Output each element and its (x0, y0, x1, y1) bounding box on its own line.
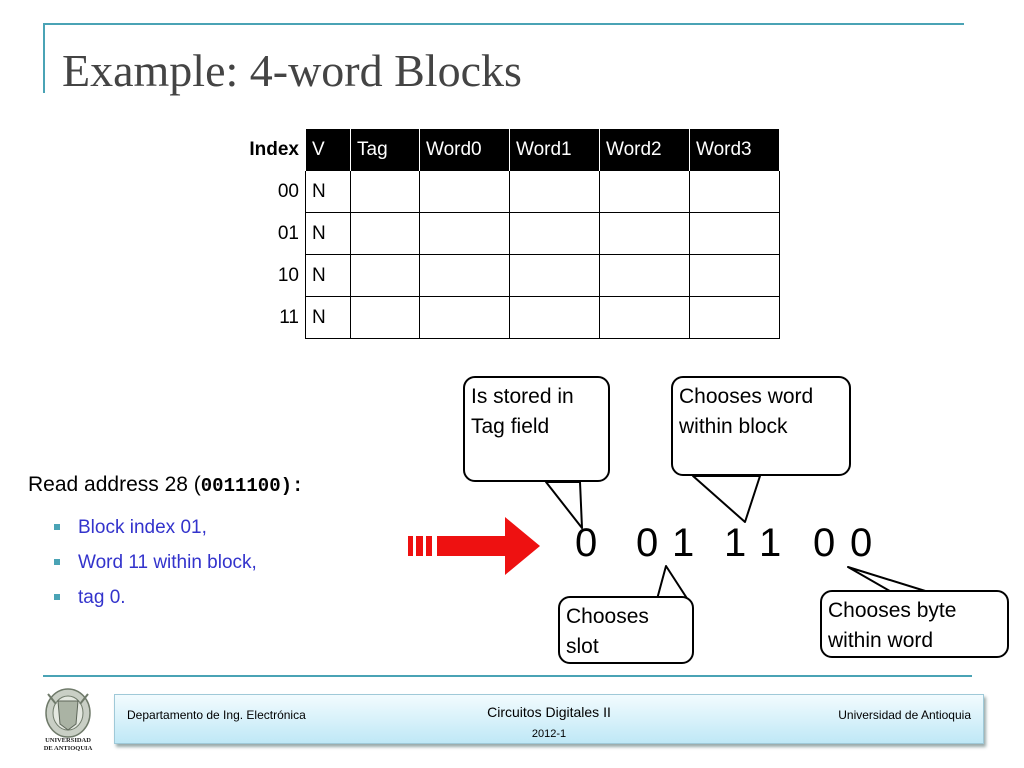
byte-select-callout: Chooses byte within word (820, 590, 1009, 658)
header-index: Index (232, 129, 306, 171)
tag-field-callout: Is stored in Tag field (463, 376, 610, 482)
bullet-text: Word 11 within block, (78, 552, 257, 573)
read-address-prefix: Read address 28 ( (28, 473, 201, 496)
title-accent-bar (43, 23, 45, 93)
valid-cell: N (305, 254, 351, 297)
logo-text-line: UNIVERSIDAD (45, 737, 91, 744)
address-bit: 1 (672, 521, 695, 565)
header-word0: Word0 (419, 129, 510, 171)
header-word3: Word3 (689, 129, 780, 171)
footer-term: 2012-1 (531, 728, 567, 740)
tag-cell (350, 170, 420, 213)
list-item: Word 11 within block, (50, 545, 257, 580)
red-arrow-icon (408, 517, 540, 575)
word1-cell (509, 212, 600, 255)
header-tag: Tag (350, 129, 420, 171)
bullet-text: Block index 01, (78, 517, 207, 538)
header-word1: Word1 (509, 129, 600, 171)
slot-callout-text: Chooses slot (566, 605, 649, 658)
valid-cell: N (305, 296, 351, 339)
word0-cell (419, 170, 510, 213)
footer-department: Departamento de Ing. Electrónica (127, 708, 306, 722)
word3-cell (689, 254, 780, 297)
header-word2: Word2 (599, 129, 690, 171)
footer-course: Circuitos Digitales II (487, 704, 611, 720)
word2-cell (599, 212, 690, 255)
valid-cell: N (305, 170, 351, 213)
word3-cell (689, 170, 780, 213)
read-address-line: Read address 28 (0011100): (28, 473, 303, 497)
word0-cell (419, 254, 510, 297)
address-bit: 0 (575, 521, 598, 565)
row-index: 10 (277, 264, 299, 286)
word2-cell (599, 254, 690, 297)
cache-table-header: Index V Tag Word0 Word1 Word2 Word3 (232, 129, 780, 171)
list-item: Block index 01, (50, 510, 257, 545)
table-row: 11 N (232, 296, 780, 339)
word-select-callout: Chooses word within block (671, 376, 851, 476)
table-row: 10 N (232, 254, 780, 297)
logo-text-line: DE ANTIOQUIA (43, 745, 93, 752)
tag-cell (350, 212, 420, 255)
list-item: tag 0. (50, 580, 257, 615)
slot-callout: Chooses slot (558, 596, 694, 664)
university-logo-text: UNIVERSIDAD DE ANTIOQUIA (34, 737, 102, 753)
read-address-code: 0011100): (200, 475, 304, 497)
row-index: 01 (277, 222, 299, 244)
footer-university: Universidad de Antioquia (838, 708, 971, 722)
word1-cell (509, 170, 600, 213)
word0-cell (419, 296, 510, 339)
word0-cell (419, 212, 510, 255)
word2-cell (599, 296, 690, 339)
footer-bar: Departamento de Ing. Electrónica Circuit… (114, 694, 984, 744)
word3-cell (689, 212, 780, 255)
bullet-text: tag 0. (78, 587, 126, 608)
word-callout-text: Chooses word within block (679, 385, 814, 438)
read-bullet-list: Block index 01, Word 11 within block, ta… (50, 510, 257, 615)
address-bit: 1 (759, 521, 782, 565)
table-row: 00 N (232, 170, 780, 213)
address-bit: 0 (813, 521, 836, 565)
byte-callout-text: Chooses byte within word (828, 599, 957, 652)
slide-title: Example: 4-word Blocks (62, 45, 522, 96)
table-row: 01 N (232, 212, 780, 255)
bullet-square-icon (54, 524, 60, 530)
row-index: 00 (277, 180, 299, 202)
tag-cell (350, 296, 420, 339)
row-index: 11 (279, 306, 299, 328)
word-callout-tail (692, 475, 761, 523)
word3-cell (689, 296, 780, 339)
word2-cell (599, 170, 690, 213)
address-bit: 0 (850, 521, 873, 565)
bullet-square-icon (54, 559, 60, 565)
tag-cell (350, 254, 420, 297)
footer-rule (43, 675, 972, 677)
tag-callout-text: Is stored in Tag field (471, 385, 574, 438)
address-bit: 1 (724, 521, 747, 565)
bullet-square-icon (54, 594, 60, 600)
address-bit: 0 (636, 521, 659, 565)
header-v: V (305, 129, 351, 171)
title-rule (43, 23, 964, 25)
word1-cell (509, 254, 600, 297)
university-seal-icon (45, 688, 91, 738)
cache-table: Index V Tag Word0 Word1 Word2 Word3 00 N… (232, 129, 780, 339)
valid-cell: N (305, 212, 351, 255)
word1-cell (509, 296, 600, 339)
